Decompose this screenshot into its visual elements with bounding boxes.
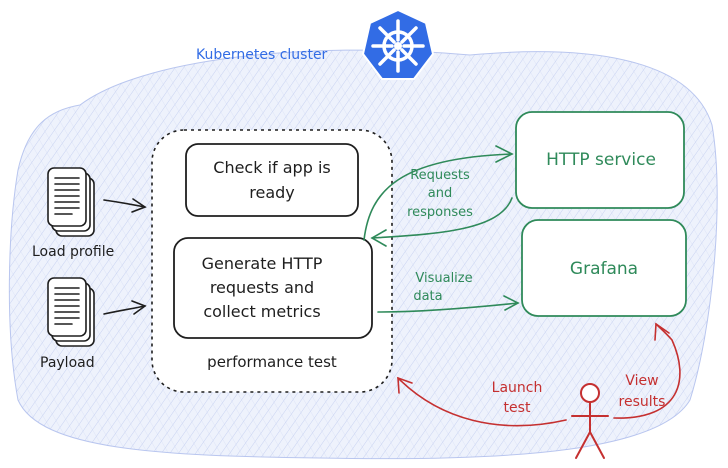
- launch-label-line1: Launch: [492, 380, 543, 396]
- payload-label: Payload: [40, 355, 95, 371]
- view-label-line1: View: [625, 373, 658, 389]
- launch-arrow: [397, 376, 567, 427]
- requests-label-line1: Requests: [410, 168, 470, 183]
- requests-label-line2: and: [428, 186, 452, 201]
- check-app-ready-box: [185, 143, 359, 217]
- performance-test-label: performance test: [207, 353, 337, 371]
- person-icon: [571, 383, 609, 459]
- view-results-arrow: [613, 322, 681, 419]
- view-label-line2: results: [619, 394, 666, 410]
- http-service-box: [515, 111, 685, 209]
- document-stack-icon: [47, 277, 95, 347]
- visualize-arrow: [377, 295, 520, 313]
- grafana-label: Grafana: [570, 259, 638, 279]
- generate-box-line2: requests and: [210, 278, 314, 297]
- requests-arrow: [363, 145, 514, 247]
- load-profile-label: Load profile: [32, 244, 114, 260]
- generate-box-line1: Generate HTTP: [202, 254, 323, 273]
- payload-arrow: [103, 300, 147, 315]
- load-profile-arrow: [103, 198, 147, 213]
- document-stack-icon: [47, 167, 95, 237]
- kubernetes-helm-icon: [361, 8, 435, 80]
- visualize-label-line2: data: [413, 289, 442, 304]
- http-service-label: HTTP service: [546, 150, 656, 170]
- generate-requests-box: [173, 237, 373, 339]
- grafana-box: [521, 219, 687, 317]
- check-box-line2: ready: [249, 183, 295, 202]
- generate-box-line3: collect metrics: [203, 302, 320, 321]
- requests-label-line3: responses: [407, 205, 473, 220]
- cluster-label: Kubernetes cluster: [196, 47, 328, 63]
- visualize-label-line1: Visualize: [415, 271, 472, 286]
- launch-label-line2: test: [504, 400, 531, 416]
- check-box-line1: Check if app is: [213, 158, 330, 177]
